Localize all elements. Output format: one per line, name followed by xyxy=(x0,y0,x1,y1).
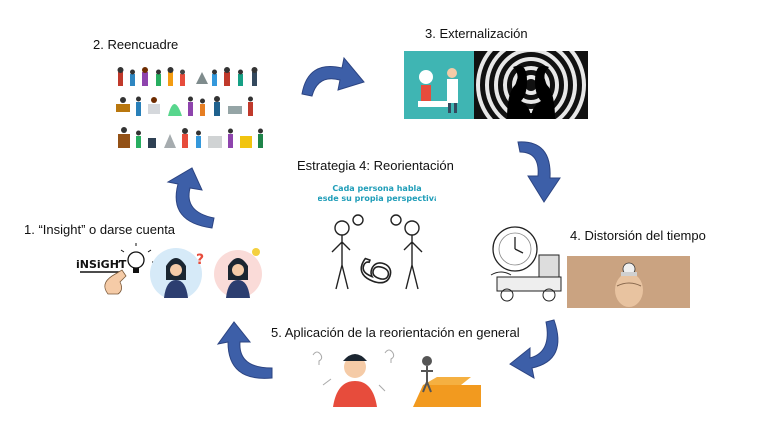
arrow-2-to-3 xyxy=(301,56,365,97)
arrow-4-to-5 xyxy=(509,319,559,379)
caption-line-1: Cada persona habla xyxy=(332,184,421,193)
question-mark-icon: ? xyxy=(196,252,204,268)
caption-line-2: desde su propia perspectiva. xyxy=(318,194,436,203)
arrow-3-to-4 xyxy=(517,141,561,203)
insight-word: iNSiGHT xyxy=(76,258,127,271)
step-3-label: 3. Externalización xyxy=(425,26,528,41)
center-title: Estrategia 4: Reorientación xyxy=(297,158,454,173)
people-row-1 xyxy=(117,67,258,86)
arrow-1-to-2 xyxy=(166,167,215,229)
reencuadre-illustration xyxy=(112,66,268,156)
time-machine-illustration xyxy=(487,215,569,305)
arrow-5-to-1 xyxy=(216,321,273,379)
person-clock-photo xyxy=(567,256,690,308)
step-2-label: 2. Reencuadre xyxy=(93,37,179,52)
step-5-label: 5. Aplicación de la reorientación en gen… xyxy=(271,325,520,340)
step-1-label: 1. “Insight” o darse cuenta xyxy=(24,222,176,237)
step-4-label: 4. Distorsión del tiempo xyxy=(570,228,706,243)
reorientacion-illustration: Cada persona habla desde su propia persp… xyxy=(318,180,436,298)
aplicacion-illustration xyxy=(305,345,481,407)
perspective-digit: 6 xyxy=(351,252,403,292)
insight-illustration: iNSiGHT ? xyxy=(72,242,268,298)
people-row-3 xyxy=(118,127,263,148)
externalizacion-illustration xyxy=(404,51,588,119)
people-row-2 xyxy=(116,96,253,116)
